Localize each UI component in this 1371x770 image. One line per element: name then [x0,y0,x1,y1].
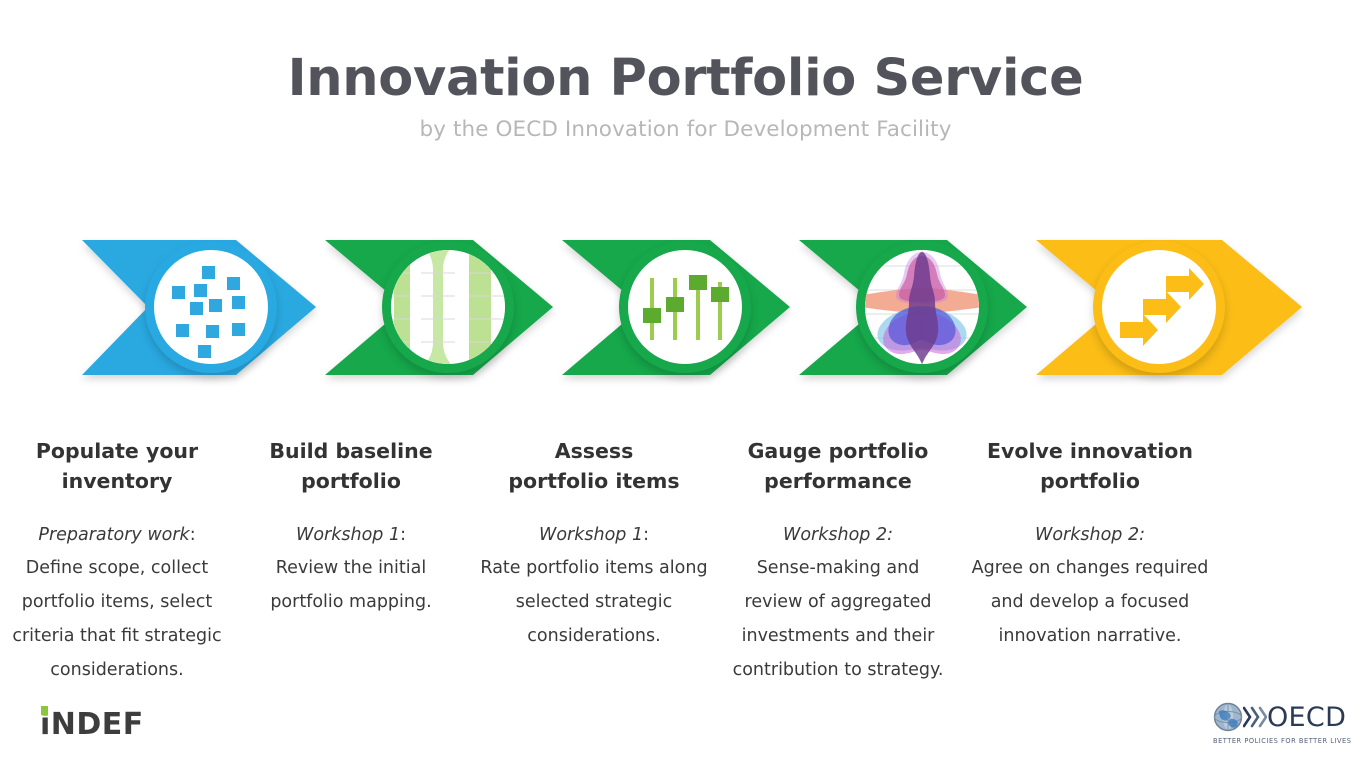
stage-circle-1 [145,241,277,373]
portfolio-mapping-icon [391,250,505,364]
stage-heading-1: Populate your inventory [35,439,199,494]
process-chevron-band [0,228,1371,388]
stage-circle-3 [619,241,751,373]
scatter-squares-icon [172,266,245,358]
indef-logo: iNDEF [40,706,144,742]
stage-circle-5 [1093,241,1225,373]
stage-descriptions: Populate your inventory Preparatory work… [0,436,1371,687]
stage-lead-2: Workshop 1 [296,524,401,545]
globe-icon [1213,702,1243,732]
ascending-arrows-icon [1120,268,1204,346]
indef-logo-accent-dot [41,706,48,715]
stage-heading-5: Evolve innovation portfolio [987,439,1193,494]
stage-body-3: Workshop 1: Rate portfolio items along s… [474,497,714,654]
stage-lead-1: Preparatory work [38,524,190,545]
stage-circle-4 [856,241,988,373]
stage-body-1: Preparatory work: Define scope, collect … [6,497,228,688]
stage-column-4: Gauge portfolio performance Workshop 2: … [720,436,956,687]
stage-heading-2: Build baseline portfolio [269,439,433,494]
stage-body-5: Workshop 2: Agree on changes required an… [962,497,1218,654]
stage-body-text-2: Review the initial portfolio mapping. [270,558,432,613]
oecd-logo: OECD BETTER POLICIES FOR BETTER LIVES [1213,700,1353,750]
oecd-chevrons-icon [1243,706,1267,728]
oecd-logo-text: OECD [1267,701,1347,733]
stage-body-text-1: Define scope, collect portfolio items, s… [12,558,222,680]
sliders-icon [643,275,729,340]
header: Innovation Portfolio Service by the OECD… [0,0,1371,142]
stage-lead-suffix-1: : [189,524,196,545]
stage-column-3: Assess portfolio items Workshop 1: Rate … [468,436,720,687]
stage-lead-suffix-3: : [643,524,649,545]
page-title: Innovation Portfolio Service [287,49,1084,108]
stage-lead-3: Workshop 1 [539,524,644,545]
stage-column-2: Build baseline portfolio Workshop 1: Rev… [234,436,468,687]
page-subtitle: by the OECD Innovation for Development F… [419,117,952,143]
stage-body-4: Workshop 2: Sense-making and review of a… [726,497,950,688]
stage-heading-3: Assess portfolio items [508,439,680,494]
stage-body-text-4: Sense-making and review of aggregated in… [732,558,944,680]
stage-body-text-3: Rate portfolio items along selected stra… [480,558,708,646]
stage-heading-4: Gauge portfolio performance [747,439,929,494]
stage-column-1: Populate your inventory Preparatory work… [0,436,234,687]
stage-column-5: Evolve innovation portfolio Workshop 2: … [956,436,1224,687]
violin-plot-icon [865,250,979,364]
violin-spine [905,252,939,364]
indef-logo-text: iNDEF [40,707,144,742]
stage-lead-4: Workshop 2: [783,524,893,545]
stage-lead-5: Workshop 2: [1035,524,1145,545]
stage-lead-suffix-2: : [400,524,406,545]
stage-body-text-5: Agree on changes required and develop a … [971,558,1209,646]
stage-body-2: Workshop 1: Review the initial portfolio… [240,497,462,620]
oecd-tagline: BETTER POLICIES FOR BETTER LIVES [1213,737,1352,745]
stage-circle-2 [382,241,514,373]
